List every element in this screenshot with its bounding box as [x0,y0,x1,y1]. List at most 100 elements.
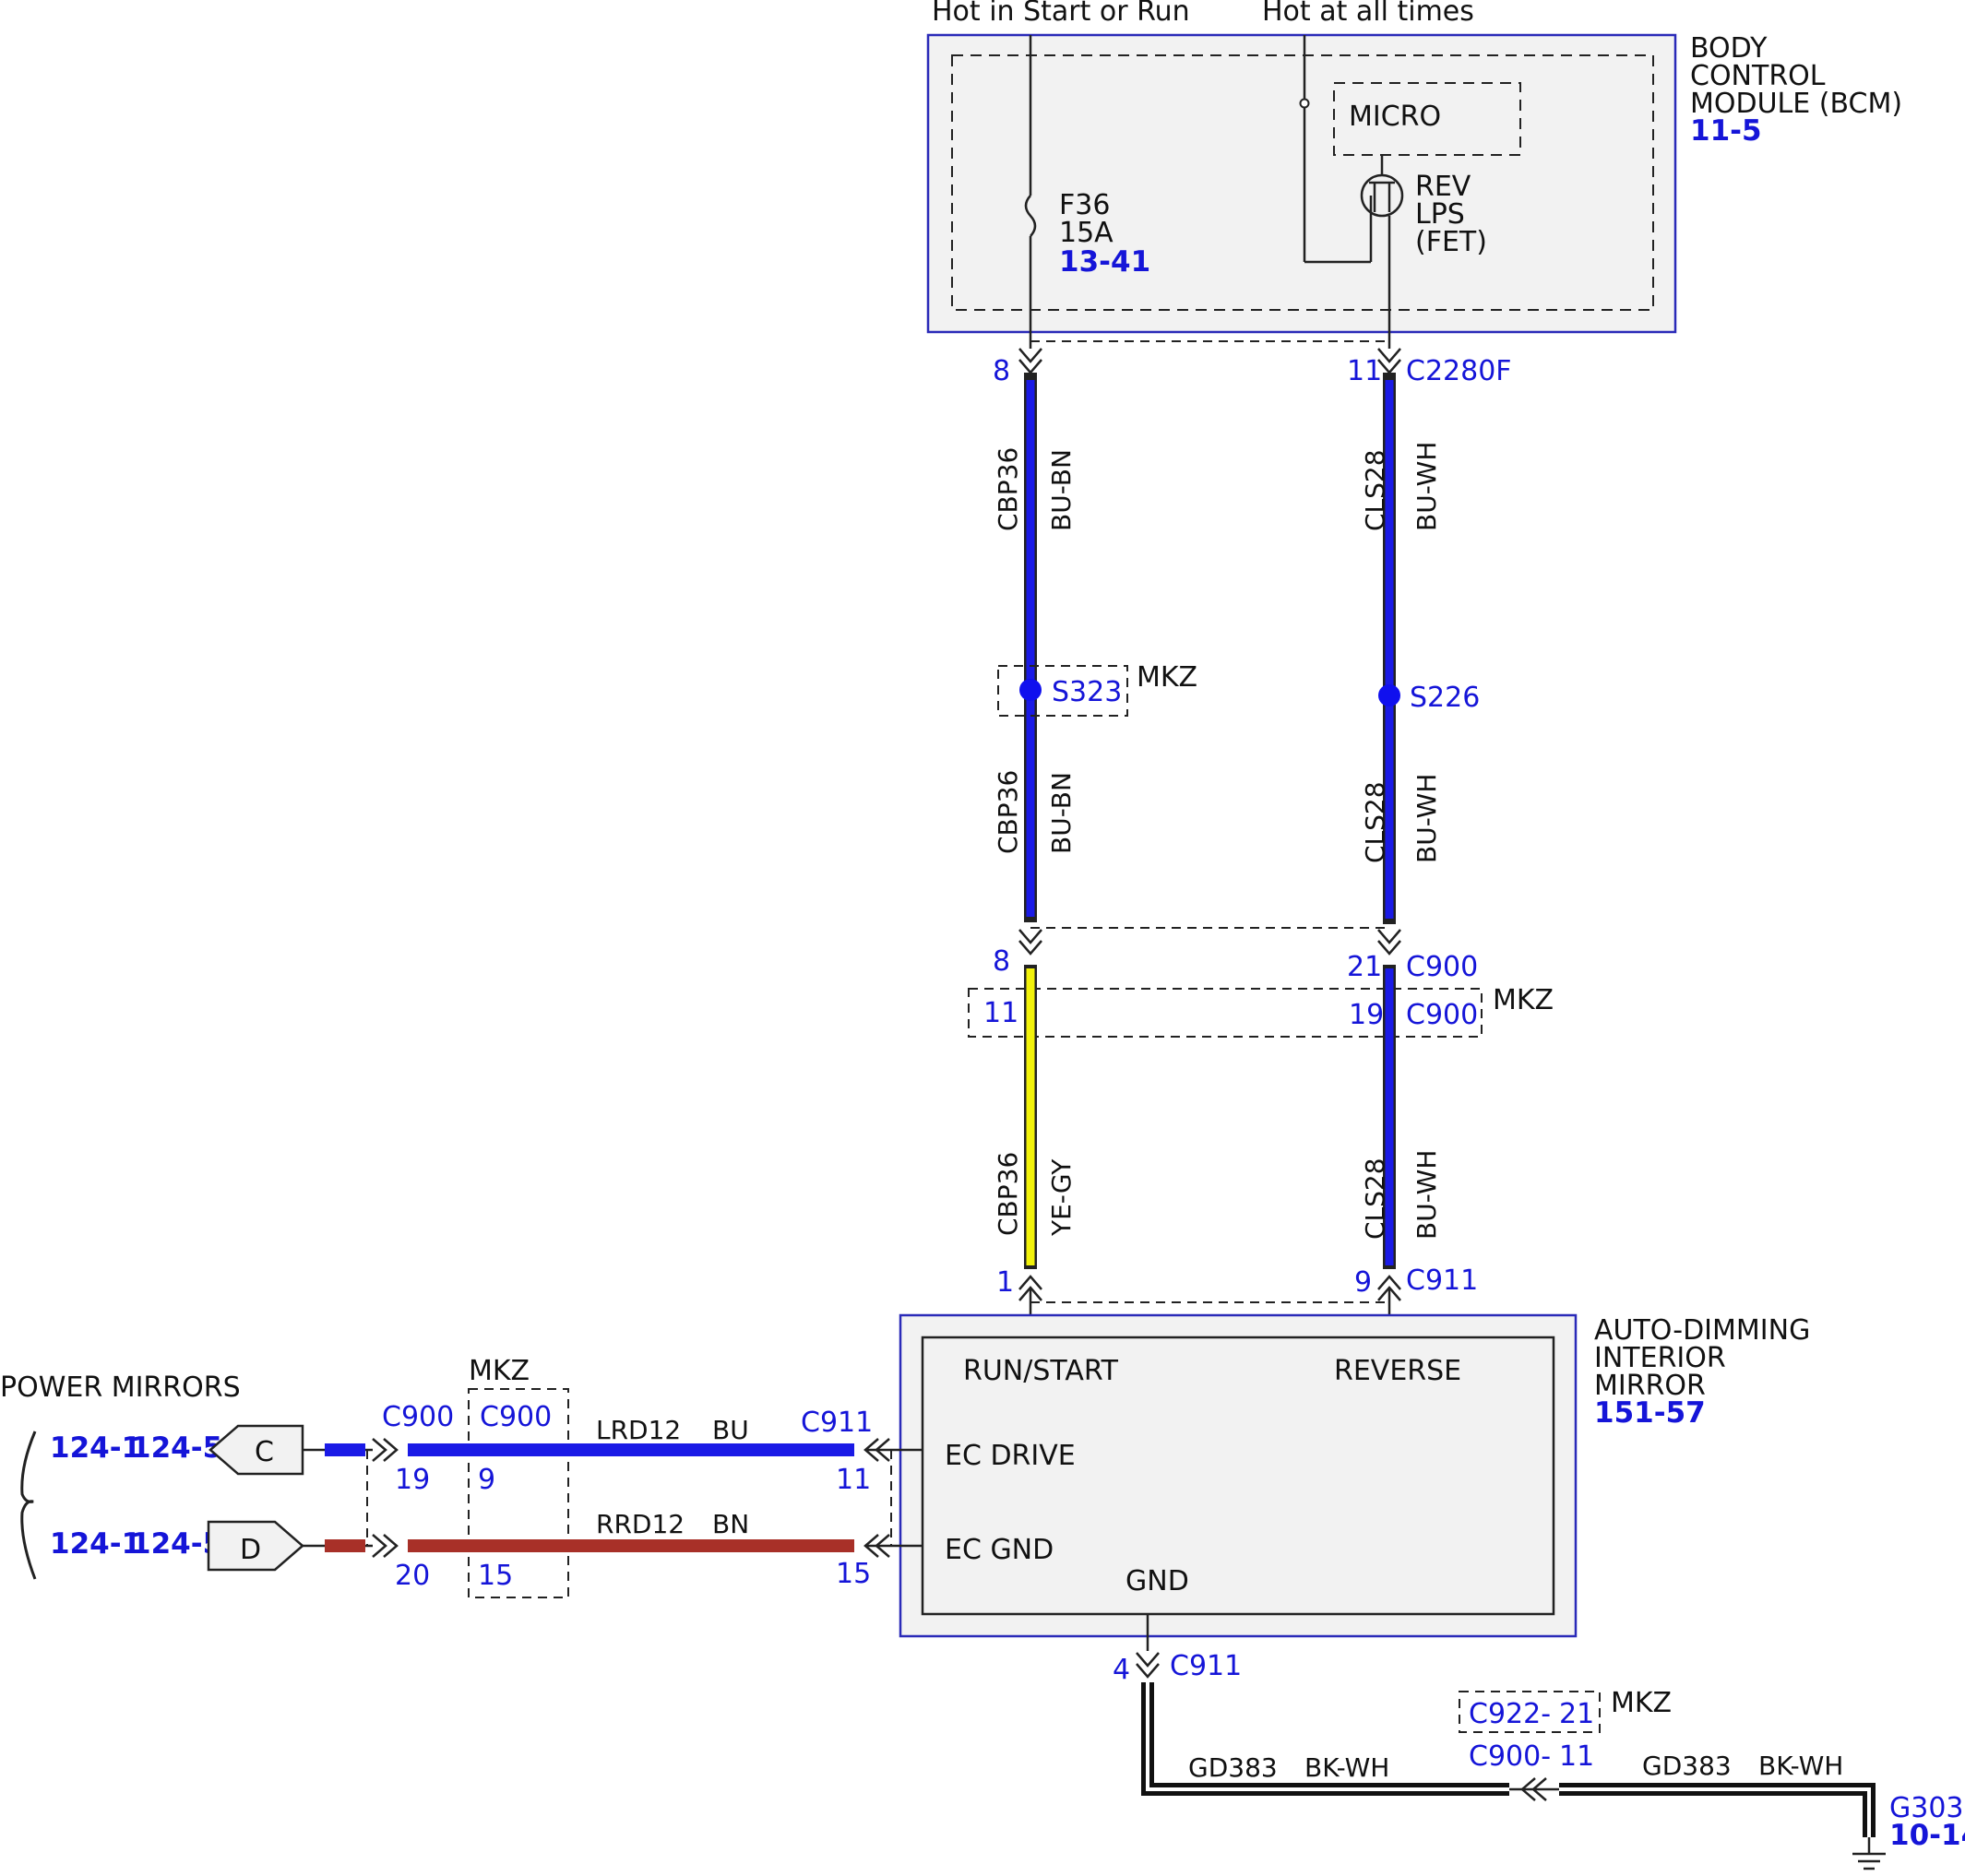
c911-pin-right: 9 [1354,1266,1372,1299]
mirror-gnd-label: GND [1125,1565,1189,1597]
svg-text:CLS28: CLS28 [1360,781,1390,863]
cbp36-wire-labels-mid: CBP36 BU-BN [993,770,1077,854]
mirror-title-1: AUTO-DIMMING [1594,1314,1810,1347]
mirror-run-start-label: RUN/START [963,1355,1119,1387]
svg-text:CLS28: CLS28 [1360,449,1390,531]
ground-ref[interactable]: 10-14 [1889,1819,1965,1852]
bcm-title-2: CONTROL [1690,60,1826,92]
c900-mkz-left-outline [468,1388,569,1598]
ground-symbol [1852,1837,1886,1870]
c911-left-pin-15: 15 [836,1558,871,1590]
micro-label: MICRO [1349,101,1441,133]
cls28-wire-labels-top: CLS28 BU-WH [1360,442,1442,531]
fet-label-1: REV [1415,171,1471,203]
power-mirrors-brace [20,1431,37,1580]
c900-label[interactable]: C900 [1406,951,1478,983]
c900-mkz-outline [968,988,1483,1038]
gd383-color-right: BK-WH [1758,1751,1843,1781]
ground-point-label[interactable]: G303 [1889,1792,1964,1824]
fet-label-3: (FET) [1415,226,1487,258]
mirror-title-3: MIRROR [1594,1370,1706,1402]
c900-mkz-left-tag: MKZ [469,1355,530,1387]
gd383-circuit-left: GD383 [1188,1752,1278,1783]
c911-gnd-pin-symbol [1136,1652,1160,1679]
power-mirrors-label: POWER MIRRORS [0,1371,241,1404]
cbp36-wire-labels-bottom: CBP36 YE-GY [993,1152,1077,1237]
bcm-module-box [926,33,1677,334]
svg-text:BU-BN: BU-BN [1046,449,1077,531]
micro-box [1333,82,1521,156]
cbp36-wire-labels-top: CBP36 BU-BN [993,447,1077,531]
c900-mkz-left-label[interactable]: C900 [480,1401,552,1433]
c900-mkz-left-pin-9: 9 [478,1464,495,1496]
flag-c-label: C [255,1436,274,1468]
svg-text:BU-WH: BU-WH [1411,1150,1442,1240]
s226-splice-dot [1378,684,1400,706]
svg-text:BU-WH: BU-WH [1411,774,1442,863]
fet-label-2: LPS [1415,198,1465,231]
gd383-wire-right [1559,1783,1876,1837]
svg-text:CBP36: CBP36 [993,770,1023,854]
bcm-title-3: MODULE (BCM) [1690,88,1902,120]
c922-label[interactable]: C922- [1469,1698,1551,1730]
s323-splice-dot [1019,679,1042,701]
svg-text:BU-BN: BU-BN [1046,772,1077,854]
c900-mkz-tag: MKZ [1493,984,1554,1016]
c900-left-label[interactable]: C900 [382,1401,454,1433]
c911-left-pin-11: 11 [836,1464,871,1496]
rrd12-color: BN [712,1509,749,1539]
c900-pin-right-symbol [1377,929,1401,956]
c2280f-pin-left: 8 [993,355,1010,387]
mirror-ec-drive-label: EC DRIVE [945,1440,1076,1472]
svg-text:CBP36: CBP36 [993,447,1023,531]
c900-mkz-label[interactable]: C900 [1406,999,1478,1031]
lrd12-color: BU [712,1415,749,1445]
s226-label[interactable]: S226 [1410,682,1480,714]
power-mirrors-ref-a-2[interactable]: 124-1 [50,1527,141,1561]
gd383-circuit-right: GD383 [1642,1751,1732,1781]
c2280f-pin-left-symbol [1018,348,1042,374]
c900-ground-label[interactable]: C900- [1469,1740,1551,1773]
gd383-wire-left-stripe [1146,1682,1509,1791]
c900-pin-right: 21 [1347,951,1382,983]
mirror-ec-gnd-label: EC GND [945,1534,1054,1566]
c911-gnd-pin: 4 [1113,1654,1130,1686]
c2280f-pin-right: 11 [1347,355,1382,387]
rrd12-circuit: RRD12 [596,1509,685,1539]
bcm-ref[interactable]: 11-5 [1690,114,1762,148]
power-mirrors-ref-b-1[interactable]: 124-5 [131,1431,222,1465]
gd383-wire-right-stripe [1559,1787,1871,1837]
offpage-flag-d[interactable] [207,1520,304,1572]
c900-left-pin19-symbol [372,1438,399,1462]
hot-always-label: Hot at all times [1262,0,1474,28]
c900-mkz-left-pin-15: 15 [478,1560,513,1592]
c911-left-label[interactable]: C911 [801,1407,873,1439]
fet-symbol [1360,173,1404,218]
cls28-wire-labels-bottom: CLS28 BU-WH [1360,1150,1442,1240]
c900-left-pin20-symbol [372,1534,399,1558]
bcm-title-1: BODY [1690,32,1768,65]
svg-text:BU-WH: BU-WH [1411,442,1442,531]
mirror-title-2: INTERIOR [1594,1342,1726,1374]
c900-mkz-pin-right: 19 [1349,999,1384,1031]
fuse-ref[interactable]: 13-41 [1059,245,1150,279]
c900-ground-pin: 11 [1559,1740,1594,1773]
s323-mkz-outline [997,665,1128,717]
c911-gnd-label[interactable]: C911 [1170,1650,1242,1682]
lrd12-circuit: LRD12 [596,1415,681,1445]
c911-label[interactable]: C911 [1406,1265,1478,1297]
gd383-color-left: BK-WH [1304,1752,1389,1783]
s323-label[interactable]: S323 [1052,676,1122,708]
power-mirrors-ref-b-2[interactable]: 124-5 [131,1527,222,1561]
fuse-rating: 15A [1059,217,1114,249]
mirror-ref[interactable]: 151-57 [1594,1396,1706,1430]
mirror-inner-box [921,1336,1555,1616]
c900-pin-left: 8 [993,945,1010,978]
c2280f-label[interactable]: C2280F [1406,355,1512,387]
s323-mkz-label: MKZ [1137,661,1197,694]
c900-pin-left-symbol [1018,929,1042,956]
c900-mkz-pin-left: 11 [983,997,1018,1029]
mirror-reverse-label: REVERSE [1334,1355,1461,1387]
power-mirrors-ref-a-1[interactable]: 124-1 [50,1431,141,1465]
